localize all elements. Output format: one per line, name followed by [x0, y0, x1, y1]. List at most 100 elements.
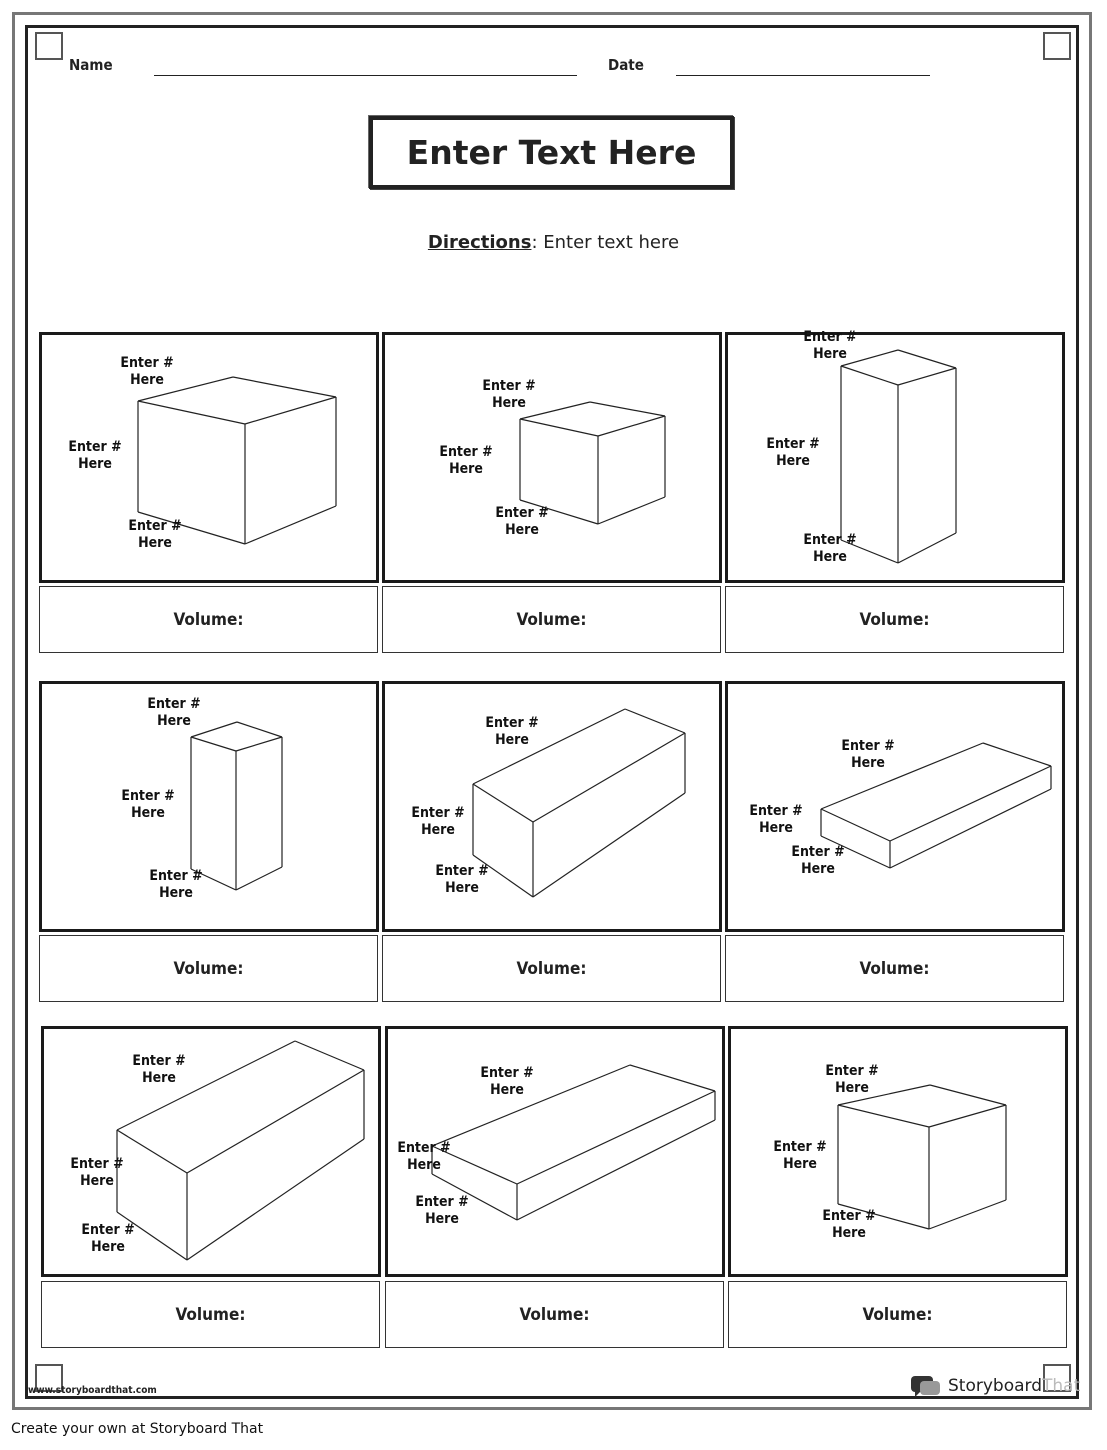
prism-edge: [820, 742, 984, 810]
dimension-label[interactable]: Enter # Here: [81, 1222, 135, 1255]
dimension-label[interactable]: Enter # Here: [773, 1139, 827, 1172]
prism-edge: [532, 792, 686, 898]
prism-edge: [137, 376, 234, 402]
bottom-caption: Create your own at Storyboard That: [11, 1421, 264, 1437]
prism-edge: [837, 1104, 930, 1128]
dimension-label[interactable]: Enter # Here: [120, 355, 174, 388]
dimension-label[interactable]: Enter # Here: [68, 439, 122, 472]
dimension-label[interactable]: Enter # Here: [822, 1208, 876, 1241]
volume-label: Volume:: [519, 1304, 590, 1325]
rectangular-prism-3: [840, 349, 957, 564]
dimension-label[interactable]: Enter # Here: [480, 1065, 534, 1098]
dimension-label[interactable]: Enter # Here: [439, 444, 493, 477]
rectangular-prism-1: [137, 376, 337, 545]
prism-edge: [840, 349, 899, 367]
prism-edge: [519, 401, 591, 420]
rectangular-prism-8: [431, 1064, 716, 1221]
volume-box-6[interactable]: Volume:: [725, 935, 1064, 1002]
prism-edge: [232, 376, 337, 398]
prism-edge: [137, 400, 246, 425]
dimension-label[interactable]: Enter # Here: [803, 532, 857, 565]
volume-box-5[interactable]: Volume:: [382, 935, 721, 1002]
dimension-label[interactable]: Enter # Here: [791, 844, 845, 877]
dimension-label[interactable]: Enter # Here: [147, 696, 201, 729]
dimension-label[interactable]: Enter # Here: [121, 788, 175, 821]
prism-edge: [837, 1203, 930, 1230]
corner-mark-bottom-left: [35, 1364, 63, 1392]
volume-box-9[interactable]: Volume:: [728, 1281, 1067, 1348]
dimension-label[interactable]: Enter # Here: [749, 803, 803, 836]
prism-edge: [840, 539, 899, 564]
prism-edge: [589, 401, 666, 417]
volume-box-8[interactable]: Volume:: [385, 1281, 724, 1348]
prism-edge: [235, 736, 283, 752]
rectangular-prism-2: [519, 401, 666, 525]
prism-edge: [820, 808, 891, 842]
prism-edge: [236, 721, 283, 738]
prism-edge: [897, 367, 957, 386]
prism-edge: [928, 1104, 1007, 1128]
dimension-label[interactable]: Enter # Here: [70, 1156, 124, 1189]
rectangular-prism-5: [472, 708, 686, 898]
dimension-label[interactable]: Enter # Here: [128, 518, 182, 551]
rectangular-prism-9: [837, 1084, 1007, 1230]
brand-light-text: That: [1042, 1376, 1081, 1396]
prism-edge: [928, 1199, 1007, 1230]
prism-edge: [116, 1211, 188, 1261]
dimension-label[interactable]: Enter # Here: [435, 863, 489, 896]
volume-box-7[interactable]: Volume:: [41, 1281, 380, 1348]
prism-edge: [190, 721, 238, 738]
dimension-label[interactable]: Enter # Here: [411, 805, 465, 838]
worksheet-title[interactable]: Enter Text Here: [369, 116, 734, 189]
volume-box-1[interactable]: Volume:: [39, 586, 378, 653]
directions: Directions: Enter text here: [0, 232, 1107, 253]
volume-label: Volume:: [516, 609, 587, 630]
worksheet-inner-border: [25, 25, 1079, 1399]
rectangular-prism-7: [116, 1040, 365, 1261]
dimension-label[interactable]: Enter # Here: [841, 738, 895, 771]
dimension-label[interactable]: Enter # Here: [803, 329, 857, 362]
dimension-label[interactable]: Enter # Here: [766, 436, 820, 469]
volume-box-3[interactable]: Volume:: [725, 586, 1064, 653]
dimension-label[interactable]: Enter # Here: [495, 505, 549, 538]
prism-edge: [624, 708, 686, 734]
prism-edge: [244, 396, 337, 425]
dimension-label[interactable]: Enter # Here: [415, 1194, 469, 1227]
dimension-label[interactable]: Enter # Here: [132, 1053, 186, 1086]
worksheet-outer-border: [12, 12, 1092, 1410]
prism-edge: [897, 532, 957, 564]
prism-edge: [516, 1090, 716, 1185]
rectangular-prism-4: [190, 721, 283, 891]
footer-url: www.storyboardthat.com: [28, 1385, 157, 1396]
rectangular-prism-6: [820, 742, 1052, 869]
prism-edge: [837, 1084, 931, 1106]
date-field-line[interactable]: [676, 75, 930, 76]
prism-edge: [889, 788, 1052, 869]
prism-edge: [186, 1138, 365, 1261]
name-field-line[interactable]: [154, 75, 577, 76]
speech-bubble-icon: [911, 1376, 940, 1397]
dimension-label[interactable]: Enter # Here: [485, 715, 539, 748]
dimension-label[interactable]: Enter # Here: [482, 378, 536, 411]
corner-mark-top-left: [35, 32, 63, 60]
directions-text[interactable]: : Enter text here: [531, 232, 680, 253]
volume-box-2[interactable]: Volume:: [382, 586, 721, 653]
dimension-label[interactable]: Enter # Here: [397, 1140, 451, 1173]
volume-label: Volume:: [173, 958, 244, 979]
volume-box-4[interactable]: Volume:: [39, 935, 378, 1002]
dimension-label[interactable]: Enter # Here: [825, 1063, 879, 1096]
dimension-label[interactable]: Enter # Here: [149, 868, 203, 901]
prism-edge: [472, 783, 534, 823]
prism-edge: [629, 1064, 716, 1092]
directions-label: Directions: [427, 232, 532, 253]
prism-edge: [519, 499, 599, 525]
prism-edge: [186, 1069, 365, 1174]
prism-edge: [190, 868, 237, 891]
prism-edge: [137, 511, 246, 545]
prism-edge: [431, 1173, 518, 1221]
